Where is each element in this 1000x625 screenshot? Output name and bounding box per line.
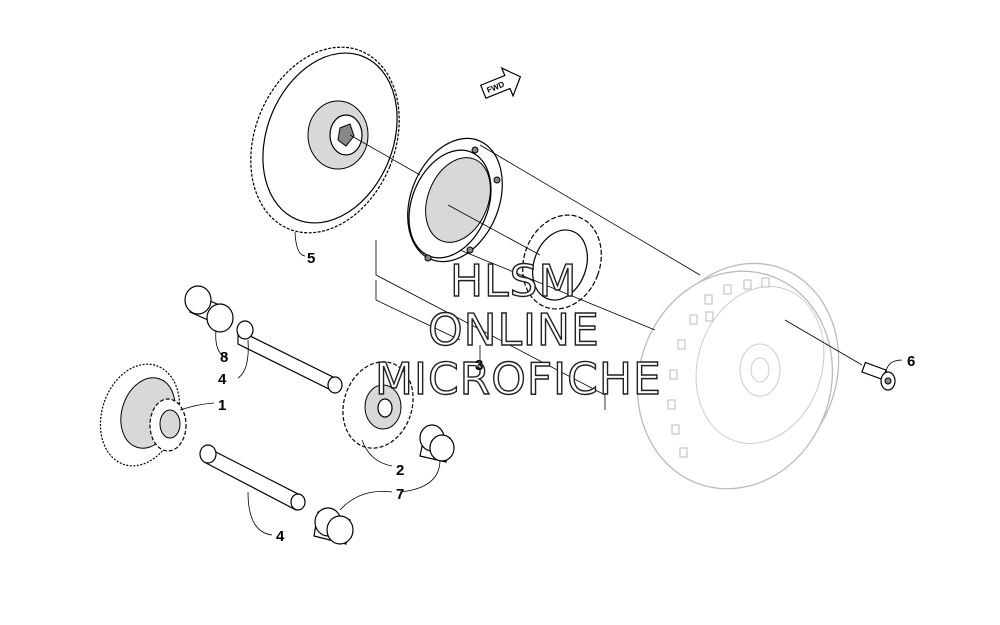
watermark-line-1: HLSM [450, 256, 578, 307]
flywheel-rotor [636, 262, 840, 490]
starter-gear-1 [99, 363, 187, 467]
callout-3: 3 [475, 357, 483, 374]
bushing-8 [184, 285, 234, 333]
assembly-lines [349, 134, 863, 410]
flywheel-slots [667, 277, 770, 458]
callout-5: 5 [307, 250, 315, 267]
callout-2: 2 [396, 462, 404, 479]
callout-1: 1 [218, 397, 226, 414]
idler-gear-2 [342, 361, 414, 449]
watermark-line-3: MICROFICHE [375, 354, 662, 405]
shaft-4-lower [199, 444, 306, 511]
callout-4a: 4 [218, 371, 227, 388]
bushing-7-upper [419, 424, 455, 463]
fwd-arrow: FWD [479, 66, 522, 100]
callout-6: 6 [907, 353, 915, 370]
shaft-4-upper [236, 320, 343, 394]
callout-leaders [179, 231, 903, 536]
drive-gear-5 [250, 46, 400, 234]
watermark-line-2: ONLINE [428, 305, 600, 356]
clutch-housing-3 [407, 137, 503, 263]
callout-7: 7 [396, 486, 404, 503]
sprag-clutch [522, 214, 602, 310]
callout-4b: 4 [276, 528, 285, 545]
bolt-6 [861, 361, 896, 391]
watermark: HLSM ONLINE MICROFICHE [374, 255, 662, 405]
callout-labels: 1 2 3 4 4 5 6 7 8 [218, 250, 915, 545]
bushing-7-lower [313, 507, 354, 545]
callout-8: 8 [220, 349, 228, 366]
